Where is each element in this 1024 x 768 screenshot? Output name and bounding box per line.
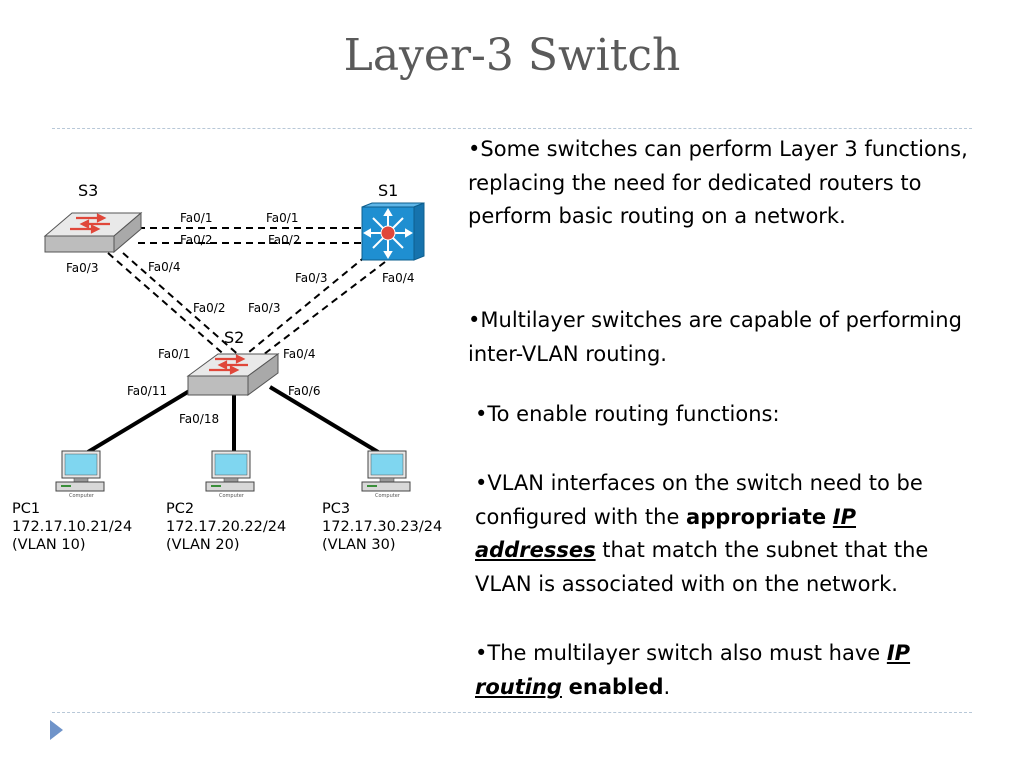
pc2-caption: Computer [219,493,245,499]
port-label-s3-fa02: Fa0/2 [180,233,212,247]
link-s2-pc1 [86,385,198,454]
slide-title: Layer-3 Switch [343,30,681,81]
pc3-ip: 172.17.30.23/24 [322,519,443,535]
port-label-s1-fa01: Fa0/1 [266,211,298,225]
switch-s2-icon[interactable] [186,353,280,396]
port-label-s2-fa011: Fa0/11 [127,384,167,398]
pc2-ip: 172.17.20.22/24 [166,519,287,535]
port-label-s2-fa04: Fa0/4 [283,347,315,361]
pc1-name: PC1 [12,501,41,517]
link-s2-pc3 [268,385,380,454]
port-label-s3-fa01: Fa0/1 [180,211,212,225]
port-label-s2-fa01: Fa0/1 [158,347,190,361]
vlan-interfaces-text: •VLAN interfaces on the switch need to b… [475,471,923,529]
pc1-ip: 172.17.10.21/24 [12,519,133,535]
port-label-s2-fa06: Fa0/6 [288,384,320,398]
ip-routing-period: . [663,674,671,699]
pc2-info: PC2 172.17.20.22/24 (VLAN 20) [166,500,286,554]
switch-s3-icon[interactable] [43,211,143,254]
pc3-vlan: (VLAN 30) [322,537,396,553]
s2-label: S2 [224,328,244,347]
pc1-computer-icon[interactable]: Computer [55,450,105,499]
bullet-enable-routing: •To enable routing functions: [475,402,780,426]
ip-routing-emphasis: IP routing [475,641,911,699]
trunk-links [107,227,386,362]
link-s3-s2-fa03 [107,252,229,359]
ip-routing-lead-text: •The multilayer switch also must have [475,641,887,665]
link-s1-s2-fa03 [242,255,367,358]
subnet-match-text: that match the subnet that the VLAN is a… [475,538,929,596]
pc1-vlan: (VLAN 10) [12,537,86,553]
bullet-layer3-functions: •Some switches can perform Layer 3 funct… [468,137,968,228]
network-diagram: S3 S1 S2 Fa0/1 Fa0/1 Fa0/2 Fa0/2 Fa0/3 F… [43,181,425,499]
port-label-s1-fa03: Fa0/3 [295,271,327,285]
appropriate-emphasis: appropriate [686,504,827,529]
pc3-caption: Computer [375,493,401,499]
bullet-ip-routing: •The multilayer switch also must have IP… [475,637,985,704]
pc2-name: PC2 [166,501,195,517]
port-label-s2-fa02: Fa0/2 [193,301,225,315]
bottom-divider [52,712,972,713]
port-label-s1-fa02: Fa0/2 [268,233,300,247]
pc2-vlan: (VLAN 20) [166,537,240,553]
link-s3-s2-fa04 [122,252,243,359]
port-label-s2-fa018: Fa0/18 [179,412,219,426]
next-slide-arrow-icon[interactable] [50,720,63,740]
enabled-emphasis: enabled [568,674,664,699]
link-s1-s2-fa04 [254,261,386,362]
port-label-s3-fa04: Fa0/4 [148,260,180,274]
bullet-inter-vlan-routing: •Multilayer switches are capable of perf… [468,308,962,366]
pc2-computer-icon[interactable]: Computer [205,450,255,499]
top-divider [52,128,972,129]
pc3-info: PC3 172.17.30.23/24 (VLAN 30) [322,500,442,554]
port-label-s3-fa03: Fa0/3 [66,261,98,275]
pc3-name: PC3 [322,501,351,517]
s1-label: S1 [378,181,398,200]
access-links [86,385,380,454]
port-label-s1-fa04: Fa0/4 [382,271,414,285]
pc1-caption: Computer [69,493,95,499]
multilayer-switch-s1-icon[interactable] [361,202,425,261]
ip-addresses-emphasis: IP addresses [475,504,857,563]
pc3-computer-icon[interactable]: Computer [361,450,411,499]
bullet-vlan-interfaces: •VLAN interfaces on the switch need to b… [475,467,975,601]
s3-label: S3 [78,181,98,200]
port-label-s2-fa03: Fa0/3 [248,301,280,315]
pc1-info: PC1 172.17.10.21/24 (VLAN 10) [12,500,132,554]
